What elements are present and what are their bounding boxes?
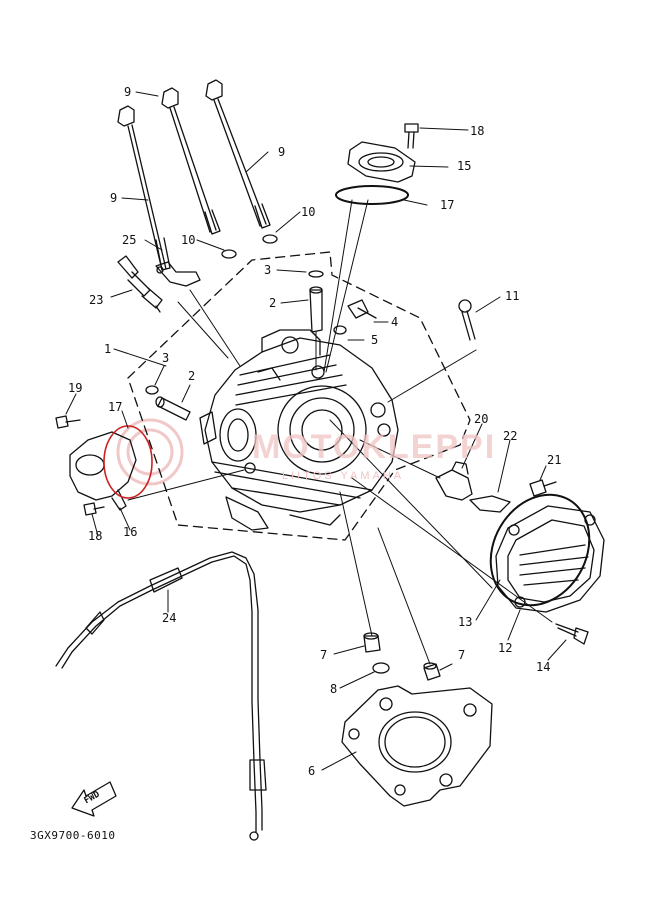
head-bolt-left — [117, 105, 171, 271]
bracket-25 — [155, 261, 201, 287]
bolt-21 — [529, 479, 557, 497]
head-bolt-middle — [161, 87, 221, 235]
callout-label: 15 — [457, 159, 472, 173]
watermark-tagline: LIITOS YAMAHA — [282, 470, 405, 482]
callout-label: 7 — [458, 648, 466, 662]
callout-label: 19 — [68, 381, 83, 395]
watermark-brand: MOTOKLEPPI — [252, 428, 497, 466]
screw-19 — [55, 415, 81, 429]
callout-label: 3 — [264, 263, 272, 277]
callout-label: 2 — [269, 296, 277, 310]
bolt-11 — [458, 299, 476, 341]
callout-label: 9 — [278, 145, 286, 159]
cable-24 — [55, 551, 267, 841]
side-cover-12 — [495, 505, 605, 613]
callout-label: 11 — [505, 289, 520, 303]
callout-label: 6 — [308, 764, 316, 778]
callout-label: 7 — [320, 648, 328, 662]
spark-plug — [117, 255, 163, 313]
callout-label: 3 — [162, 351, 170, 365]
valve-guide-2-lower — [155, 396, 191, 421]
callout-label: 9 — [110, 191, 118, 205]
bolt-4 — [347, 299, 377, 319]
o-ring-17-top — [335, 185, 409, 205]
callout-label: 24 — [162, 611, 177, 625]
head-bolt-right — [205, 79, 271, 229]
dowel-pin-7-right — [423, 662, 441, 681]
callout-label: 14 — [536, 660, 551, 674]
callout-label: 13 — [458, 615, 473, 629]
drawing-code: 3GX9700-6010 — [30, 829, 116, 842]
callout-label: 5 — [371, 333, 379, 347]
callout-label: 10 — [301, 205, 316, 219]
clip-3-lower — [145, 385, 159, 395]
callout-label: 1 — [104, 342, 112, 356]
callout-label: 23 — [89, 293, 104, 307]
tappet-cover-top — [347, 141, 416, 183]
sensor-20 — [435, 461, 473, 501]
valve-guide-2-upper — [309, 286, 323, 333]
callout-label: 17 — [440, 198, 455, 212]
forward-arrow-icon — [71, 781, 117, 817]
callout-label: 18 — [470, 124, 485, 138]
callout-label: 16 — [123, 525, 138, 539]
bolt-14 — [555, 623, 589, 645]
callout-label: 21 — [547, 453, 562, 467]
callout-label: 2 — [188, 369, 196, 383]
callout-label: 22 — [503, 429, 518, 443]
leader-lines — [65, 91, 567, 771]
screw-18-top — [404, 123, 419, 149]
washer-8 — [372, 662, 390, 674]
cylinder-head-gasket — [341, 685, 493, 807]
clip-3-upper — [308, 270, 324, 278]
callout-label: 9 — [124, 85, 132, 99]
callout-label: 25 — [122, 233, 137, 247]
washer-10-right — [262, 234, 278, 244]
callout-label: 20 — [474, 412, 489, 426]
callout-label: 12 — [498, 641, 513, 655]
callout-label: 17 — [108, 400, 123, 414]
callout-label: 4 — [391, 315, 399, 329]
screw-18-side — [83, 502, 105, 516]
clamp-22 — [469, 495, 511, 513]
gasket-13 — [489, 493, 591, 607]
washer-5 — [333, 325, 347, 335]
callout-label: 8 — [330, 682, 338, 696]
assembly-boundary-dashed — [127, 251, 471, 541]
callout-label: 18 — [88, 529, 103, 543]
washer-10-left — [221, 249, 237, 259]
callout-label: 10 — [181, 233, 196, 247]
o-ring-17-side — [103, 425, 153, 499]
